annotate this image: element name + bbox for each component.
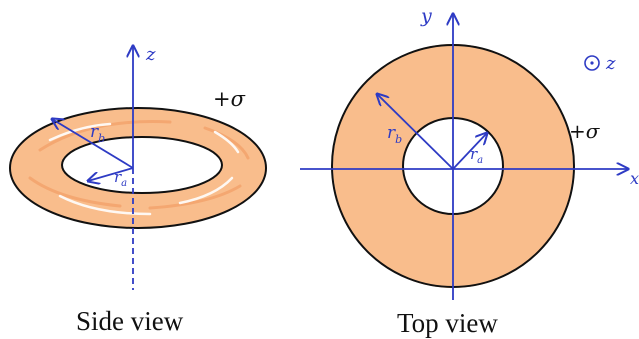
side-ring-shading [28, 120, 250, 210]
top-ring-fill [333, 44, 573, 288]
out-of-page-icon [584, 55, 600, 71]
side-ring-highlights [48, 122, 240, 216]
side-view-panel: z rb ra +σ Side view [9, 44, 267, 336]
top-x-axis-label: x [630, 169, 639, 188]
side-inner-radius-arrow [88, 167, 134, 181]
side-ring-outer-edge [9, 107, 267, 229]
top-inner-radius-arrow [452, 133, 487, 170]
top-inner-radius-label: ra [470, 145, 483, 166]
side-charge-label: +σ [213, 87, 246, 111]
top-outer-radius-arrow [377, 94, 454, 170]
top-charge-label: +σ [569, 119, 601, 143]
top-y-axis-label: y [420, 5, 432, 27]
top-z-out-label: z [605, 53, 616, 74]
side-outer-radius-label: rb [90, 122, 105, 145]
side-view-caption: Side view [76, 306, 184, 336]
side-ring-inner-edge [61, 136, 223, 194]
side-inner-radius-label: ra [114, 168, 127, 189]
top-view-panel: y x z rb ra +σ Top view [300, 5, 639, 338]
side-z-axis-label: z [145, 44, 156, 65]
side-outer-radius-arrow [52, 119, 134, 169]
top-view-caption: Top view [397, 308, 498, 338]
top-outer-radius-label: rb [387, 123, 402, 146]
